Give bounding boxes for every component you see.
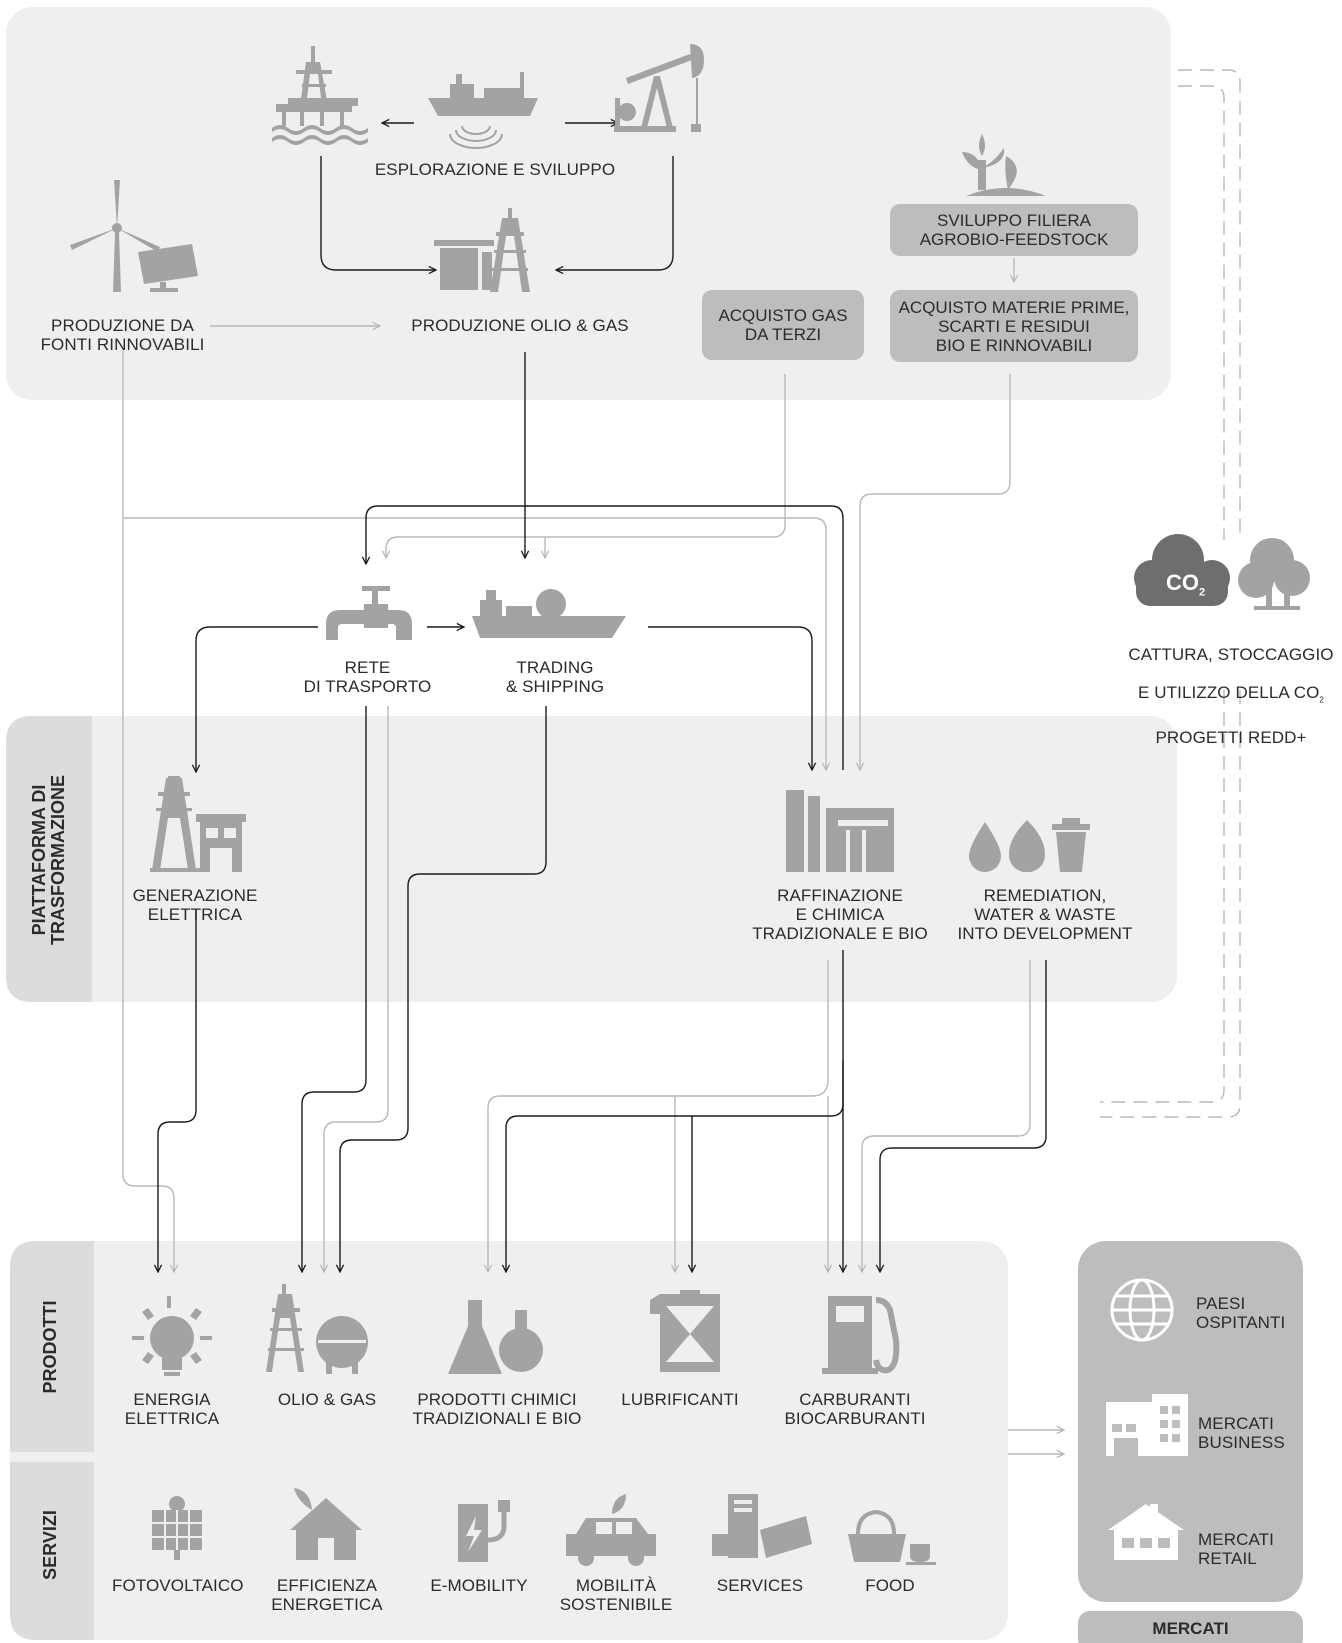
market-label-host-countries: PAESI OSPITANTI — [1196, 1294, 1286, 1332]
power-plant-icon — [150, 776, 246, 872]
lightbulb-icon — [132, 1296, 212, 1376]
product-label-oil-gas: OLIO & GAS — [277, 1390, 377, 1409]
co2-label-line3: PROGETTI REDD+ — [1155, 728, 1307, 748]
transformation-side-label: PIATTAFORMA DI TRASFORMAZIONE — [29, 775, 68, 945]
car-icon — [566, 1494, 656, 1566]
service-label-mobility: MOBILITÀ SOSTENIBILE — [559, 1576, 673, 1614]
co2-label-line2: E UTILIZZO DELLA CO — [1138, 683, 1320, 702]
products-band — [10, 1241, 94, 1452]
pipeline-valve-icon — [326, 586, 412, 640]
co2-label-sub: 2 — [1319, 695, 1324, 705]
co2-loop-dashed — [1100, 69, 1241, 1118]
food-basket-icon — [848, 1509, 936, 1565]
service-label-efficiency: EFFICIENZA ENERGETICA — [271, 1576, 383, 1614]
co2-capture-label: CATTURA, STOCCAGGIO E UTILIZZO DELLA CO2… — [1126, 626, 1336, 747]
products-services-panel — [10, 1241, 1008, 1640]
oil-gas-production-label: PRODUZIONE OLIO & GAS — [411, 316, 629, 335]
product-label-lubricants: LUBRIFICANTI — [621, 1390, 739, 1409]
survey-ship-icon — [428, 72, 538, 149]
globe-icon — [1110, 1278, 1174, 1342]
offshore-platform-icon — [272, 46, 368, 145]
oil-gas-production-icon — [434, 208, 530, 292]
flask-icon — [448, 1300, 543, 1374]
refining-label: RAFFINAZIONE E CHIMICA TRADIZIONALE E BI… — [752, 886, 928, 943]
markets-title: MERCATI — [1152, 1619, 1229, 1638]
transport-network-label: RETE DI TRASPORTO — [303, 658, 432, 696]
raw-materials-box: ACQUISTO MATERIE PRIME, SCARTI E RESIDUI… — [890, 290, 1138, 362]
light-flows — [122, 258, 1064, 1454]
oil-gas-icon — [266, 1284, 368, 1374]
co2-label-line1: CATTURA, STOCCAGGIO — [1128, 645, 1334, 664]
wind-solar-icon — [70, 180, 198, 292]
service-label-photovoltaic: FOTOVOLTAICO — [112, 1576, 244, 1595]
house-icon — [1108, 1504, 1184, 1560]
renewables-label: PRODUZIONE DA FONTI RINNOVABILI — [40, 316, 205, 354]
lng-ship-icon — [472, 589, 626, 638]
services-icon — [712, 1494, 812, 1558]
agro-plant-icon — [962, 134, 1046, 196]
services-band — [10, 1462, 94, 1640]
products-side-label: PRODOTTI — [40, 1300, 60, 1394]
eco-house-icon — [290, 1488, 362, 1560]
solar-panel-icon — [152, 1496, 202, 1560]
trees-icon — [1238, 538, 1310, 610]
service-label-emobility: E-MOBILITY — [430, 1576, 528, 1595]
remediation-icon — [969, 818, 1090, 872]
remediation-label: REMEDIATION, WATER & WASTE INTO DEVELOPM… — [957, 886, 1133, 943]
exploration-label: ESPLORAZIONE E SVILUPPO — [374, 160, 616, 179]
agrobio-box: SVILUPPO FILIERA AGROBIO-FEEDSTOCK — [890, 204, 1138, 256]
markets-title-box — [1078, 1611, 1303, 1643]
business-building-icon — [1106, 1394, 1188, 1456]
transformation-panel — [6, 716, 1177, 1002]
market-label-business: MERCATI BUSINESS — [1198, 1414, 1285, 1452]
service-label-services: SERVICES — [716, 1576, 804, 1595]
fuel-pump-icon — [822, 1296, 900, 1374]
product-label-chemicals: PRODOTTI CHIMICI TRADIZIONALI E BIO — [412, 1390, 582, 1428]
product-label-fuels: CARBURANTI BIOCARBURANTI — [784, 1390, 926, 1428]
dark-flows — [158, 123, 1047, 1272]
pump-jack-icon — [614, 44, 704, 132]
co2-cloud-icon — [1134, 534, 1230, 606]
power-generation-label: GENERAZIONE ELETTRICA — [132, 886, 258, 924]
trading-shipping-label: TRADING & SHIPPING — [505, 658, 605, 696]
market-label-retail: MERCATI RETAIL — [1198, 1530, 1274, 1568]
refinery-icon — [786, 790, 894, 872]
gas-purchase-box: ACQUISTO GAS DA TERZI — [702, 290, 864, 360]
services-side-label: SERVIZI — [40, 1510, 60, 1580]
transformation-band — [6, 716, 92, 1002]
ev-charger-icon — [458, 1500, 510, 1562]
product-label-energy: ENERGIA ELETTRICA — [124, 1390, 220, 1428]
service-label-food: FOOD — [865, 1576, 915, 1595]
co2-cloud-text: CO2 — [1166, 570, 1206, 599]
jerrycan-icon — [650, 1290, 720, 1372]
